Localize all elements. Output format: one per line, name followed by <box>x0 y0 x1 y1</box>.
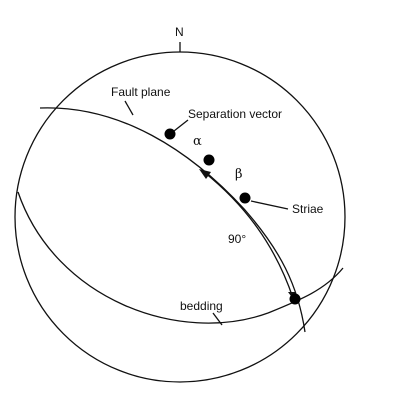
bedding-intersection-point <box>289 293 301 305</box>
fault-plane-great-circle <box>39 107 306 333</box>
striae-leader <box>250 200 289 210</box>
bedding-great-circle <box>17 191 344 324</box>
fault-plane-label: Fault plane <box>111 85 171 99</box>
bedding-leader <box>212 312 223 326</box>
angle-arrow-top <box>199 169 211 179</box>
striae-label: Striae <box>292 202 324 216</box>
striae-point <box>239 192 251 204</box>
alpha-label: α <box>193 134 202 149</box>
north-label: N <box>175 25 184 39</box>
separation-vector-leader <box>173 119 189 132</box>
beta-label: β <box>235 167 243 182</box>
bedding-label: bedding <box>180 299 223 313</box>
angle-label: 90° <box>228 232 246 246</box>
separation-vector-point <box>164 128 176 140</box>
primitive-circle <box>14 51 346 383</box>
fault-plane-leader <box>124 100 134 116</box>
intermediate-point <box>203 154 215 166</box>
separation-vector-label: Separation vector <box>188 107 282 121</box>
angle-arc <box>203 171 294 299</box>
